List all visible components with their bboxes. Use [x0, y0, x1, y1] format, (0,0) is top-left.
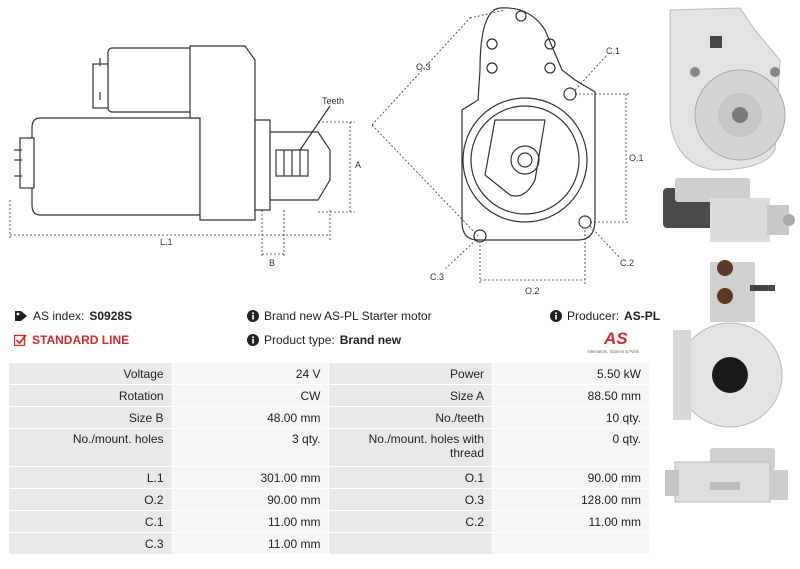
spec-label: C.3	[8, 532, 173, 555]
dim-l1-label: L.1	[160, 237, 173, 247]
description-text: Brand new AS-PL Starter motor	[264, 309, 432, 323]
table-row: No./mount. holes 3 qty. No./mount. holes…	[8, 428, 650, 467]
product-type-label: Product type:	[264, 333, 335, 347]
spec-label: No./teeth	[328, 406, 494, 429]
table-row: L.1 301.00 mm O.1 90.00 mm	[8, 466, 650, 489]
standard-line-text: STANDARD LINE	[32, 333, 130, 347]
spec-label: Power	[328, 362, 494, 385]
spec-label: No./mount. holes with thread	[328, 428, 494, 467]
spec-label: C.1	[8, 510, 173, 533]
standard-line: STANDARD LINE	[14, 329, 129, 351]
table-row: C.3 11.00 mm	[8, 532, 650, 555]
spec-value: 90.00 mm	[492, 466, 650, 489]
spec-label: Size A	[328, 384, 494, 407]
spec-value: 0 qty.	[492, 428, 650, 467]
photo-front	[669, 7, 786, 171]
as-pl-logo: AS Alternators, Starters & Parts	[587, 329, 639, 354]
spec-value: 5.50 kW	[492, 362, 650, 385]
dim-o3-label: O.3	[416, 62, 431, 72]
producer: Producer: AS-PL	[550, 305, 660, 327]
dim-b-label: B	[269, 258, 275, 268]
spec-label: No./mount. holes	[8, 428, 173, 467]
info-icon	[247, 334, 259, 346]
spec-value: 24 V	[171, 362, 330, 385]
spec-label	[328, 532, 494, 555]
spec-label: O.1	[328, 466, 494, 489]
specs-table: Voltage 24 V Power 5.50 kW Rotation CW S…	[8, 362, 650, 555]
spec-label: Size B	[8, 406, 173, 429]
info-icon	[247, 310, 259, 322]
table-row: Rotation CW Size A 88.50 mm	[8, 384, 650, 407]
as-index-label: AS index:	[33, 309, 85, 323]
spec-label: L.1	[8, 466, 173, 489]
spec-value: 90.00 mm	[171, 488, 330, 511]
spec-value: 88.50 mm	[492, 384, 650, 407]
table-row: C.1 11.00 mm C.2 11.00 mm	[8, 510, 650, 533]
info-icon	[550, 310, 562, 322]
logo-text: AS	[603, 329, 628, 348]
product-info: AS index: S0928S Brand new AS-PL Starter…	[14, 305, 660, 355]
spec-value: 11.00 mm	[171, 532, 330, 555]
table-row: Voltage 24 V Power 5.50 kW	[8, 362, 650, 385]
dim-c1-label: C.1	[606, 46, 620, 56]
dim-o1-label: O.1	[629, 153, 644, 163]
spec-value: 128.00 mm	[492, 488, 650, 511]
spec-value: 11.00 mm	[171, 510, 330, 533]
spec-label: C.2	[328, 510, 494, 533]
dim-c2-label: C.2	[620, 258, 634, 268]
teeth-label: Teeth	[322, 96, 344, 106]
spec-value: CW	[171, 384, 330, 407]
spec-label: Voltage	[8, 362, 173, 385]
spec-value	[492, 532, 650, 555]
spec-value: 301.00 mm	[171, 466, 330, 489]
table-row: Size B 48.00 mm No./teeth 10 qty.	[8, 406, 650, 429]
logo-subtitle: Alternators, Starters & Parts	[587, 349, 639, 354]
photo-side-1	[663, 178, 795, 242]
info-row-2: STANDARD LINE Product type: Brand new	[14, 329, 654, 351]
photo-rear	[673, 260, 783, 428]
spec-label: O.3	[328, 488, 494, 511]
producer-label: Producer:	[567, 309, 620, 323]
spec-value: 3 qty.	[171, 428, 330, 467]
photo-side-2	[665, 448, 788, 503]
dim-o2-label: O.2	[525, 286, 540, 296]
side-view-drawing	[14, 45, 331, 221]
as-index-value: S0928S	[89, 309, 133, 323]
spec-value: 10 qty.	[492, 406, 650, 429]
front-view-drawing	[461, 7, 596, 243]
technical-drawings: Teeth A L.1 B O.3 C.1 O.1 C.3 C.2 O.	[9, 7, 644, 296]
spec-label: O.2	[8, 488, 173, 511]
tag-icon	[15, 311, 27, 321]
producer-value: AS-PL	[624, 309, 661, 323]
spec-value: 48.00 mm	[171, 406, 330, 429]
spec-label: Rotation	[8, 384, 173, 407]
dim-c3-label: C.3	[430, 272, 444, 282]
front-view-dimensions	[371, 9, 630, 285]
product-photos	[663, 7, 795, 503]
as-index: AS index: S0928S	[14, 305, 132, 327]
table-row: O.2 90.00 mm O.3 128.00 mm	[8, 488, 650, 511]
checkbox-checked-icon	[14, 334, 27, 346]
description: Brand new AS-PL Starter motor	[247, 305, 432, 327]
side-view-dimensions	[9, 121, 355, 258]
product-type-value: Brand new	[339, 333, 402, 347]
product-type: Product type: Brand new	[247, 329, 401, 351]
info-row-1: AS index: S0928S Brand new AS-PL Starter…	[14, 305, 660, 327]
dim-a-label: A	[355, 160, 361, 170]
spec-value: 11.00 mm	[492, 510, 650, 533]
